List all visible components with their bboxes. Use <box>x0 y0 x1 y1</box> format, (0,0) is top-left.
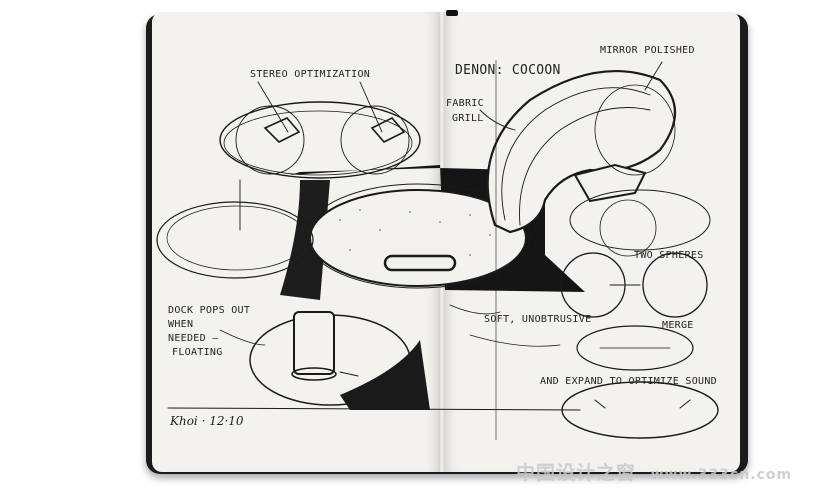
note-merge: MERGE <box>662 320 694 331</box>
sketch-sphere-right <box>642 252 708 318</box>
note-dock-3: NEEDED – <box>168 333 219 344</box>
speaker-main-body <box>309 189 527 287</box>
note-stereo: STEREO OPTIMIZATION <box>250 69 370 80</box>
note-fabric-1: FABRIC <box>446 98 484 109</box>
speaker-slot <box>383 254 457 272</box>
sketch-stereo-capsule <box>219 101 421 179</box>
speaker-main-rim <box>305 183 531 289</box>
note-soft: SOFT, UNOBTRUSIVE <box>484 314 591 325</box>
ink-shadow-dock <box>340 340 430 410</box>
note-fabric-2: GRILL <box>452 113 484 124</box>
sketch-right-bubble <box>569 189 711 251</box>
watermark: 中国设计之窗 www.333cn.com <box>516 458 792 485</box>
elastic-band <box>446 10 458 16</box>
sketch-dock <box>293 311 335 375</box>
note-dock-4: FLOATING <box>172 347 223 358</box>
ink-shadow-base <box>280 180 330 300</box>
signature: Khoi · 12·10 <box>169 414 244 428</box>
sketch-left-pill <box>156 201 314 279</box>
speaker-texture <box>339 209 491 256</box>
note-mirror: MIRROR POLISHED <box>600 45 695 56</box>
sketch-cocoon-arc <box>486 70 677 234</box>
note-dock-1: DOCK POPS OUT <box>168 305 250 316</box>
note-two-spheres: TWO SPHERES <box>634 250 704 261</box>
watermark-cn: 中国设计之窗 <box>516 462 637 484</box>
sketch-sphere-left <box>560 252 626 318</box>
watermark-url: www.333cn.com <box>650 467 793 483</box>
note-dock-2: WHEN <box>168 319 193 330</box>
sketch-expand <box>561 381 719 439</box>
note-expand: AND EXPAND TO OPTIMIZE SOUND <box>540 376 717 387</box>
note-title: DENON: COCOON <box>455 63 561 78</box>
sketch-merge <box>576 325 694 371</box>
